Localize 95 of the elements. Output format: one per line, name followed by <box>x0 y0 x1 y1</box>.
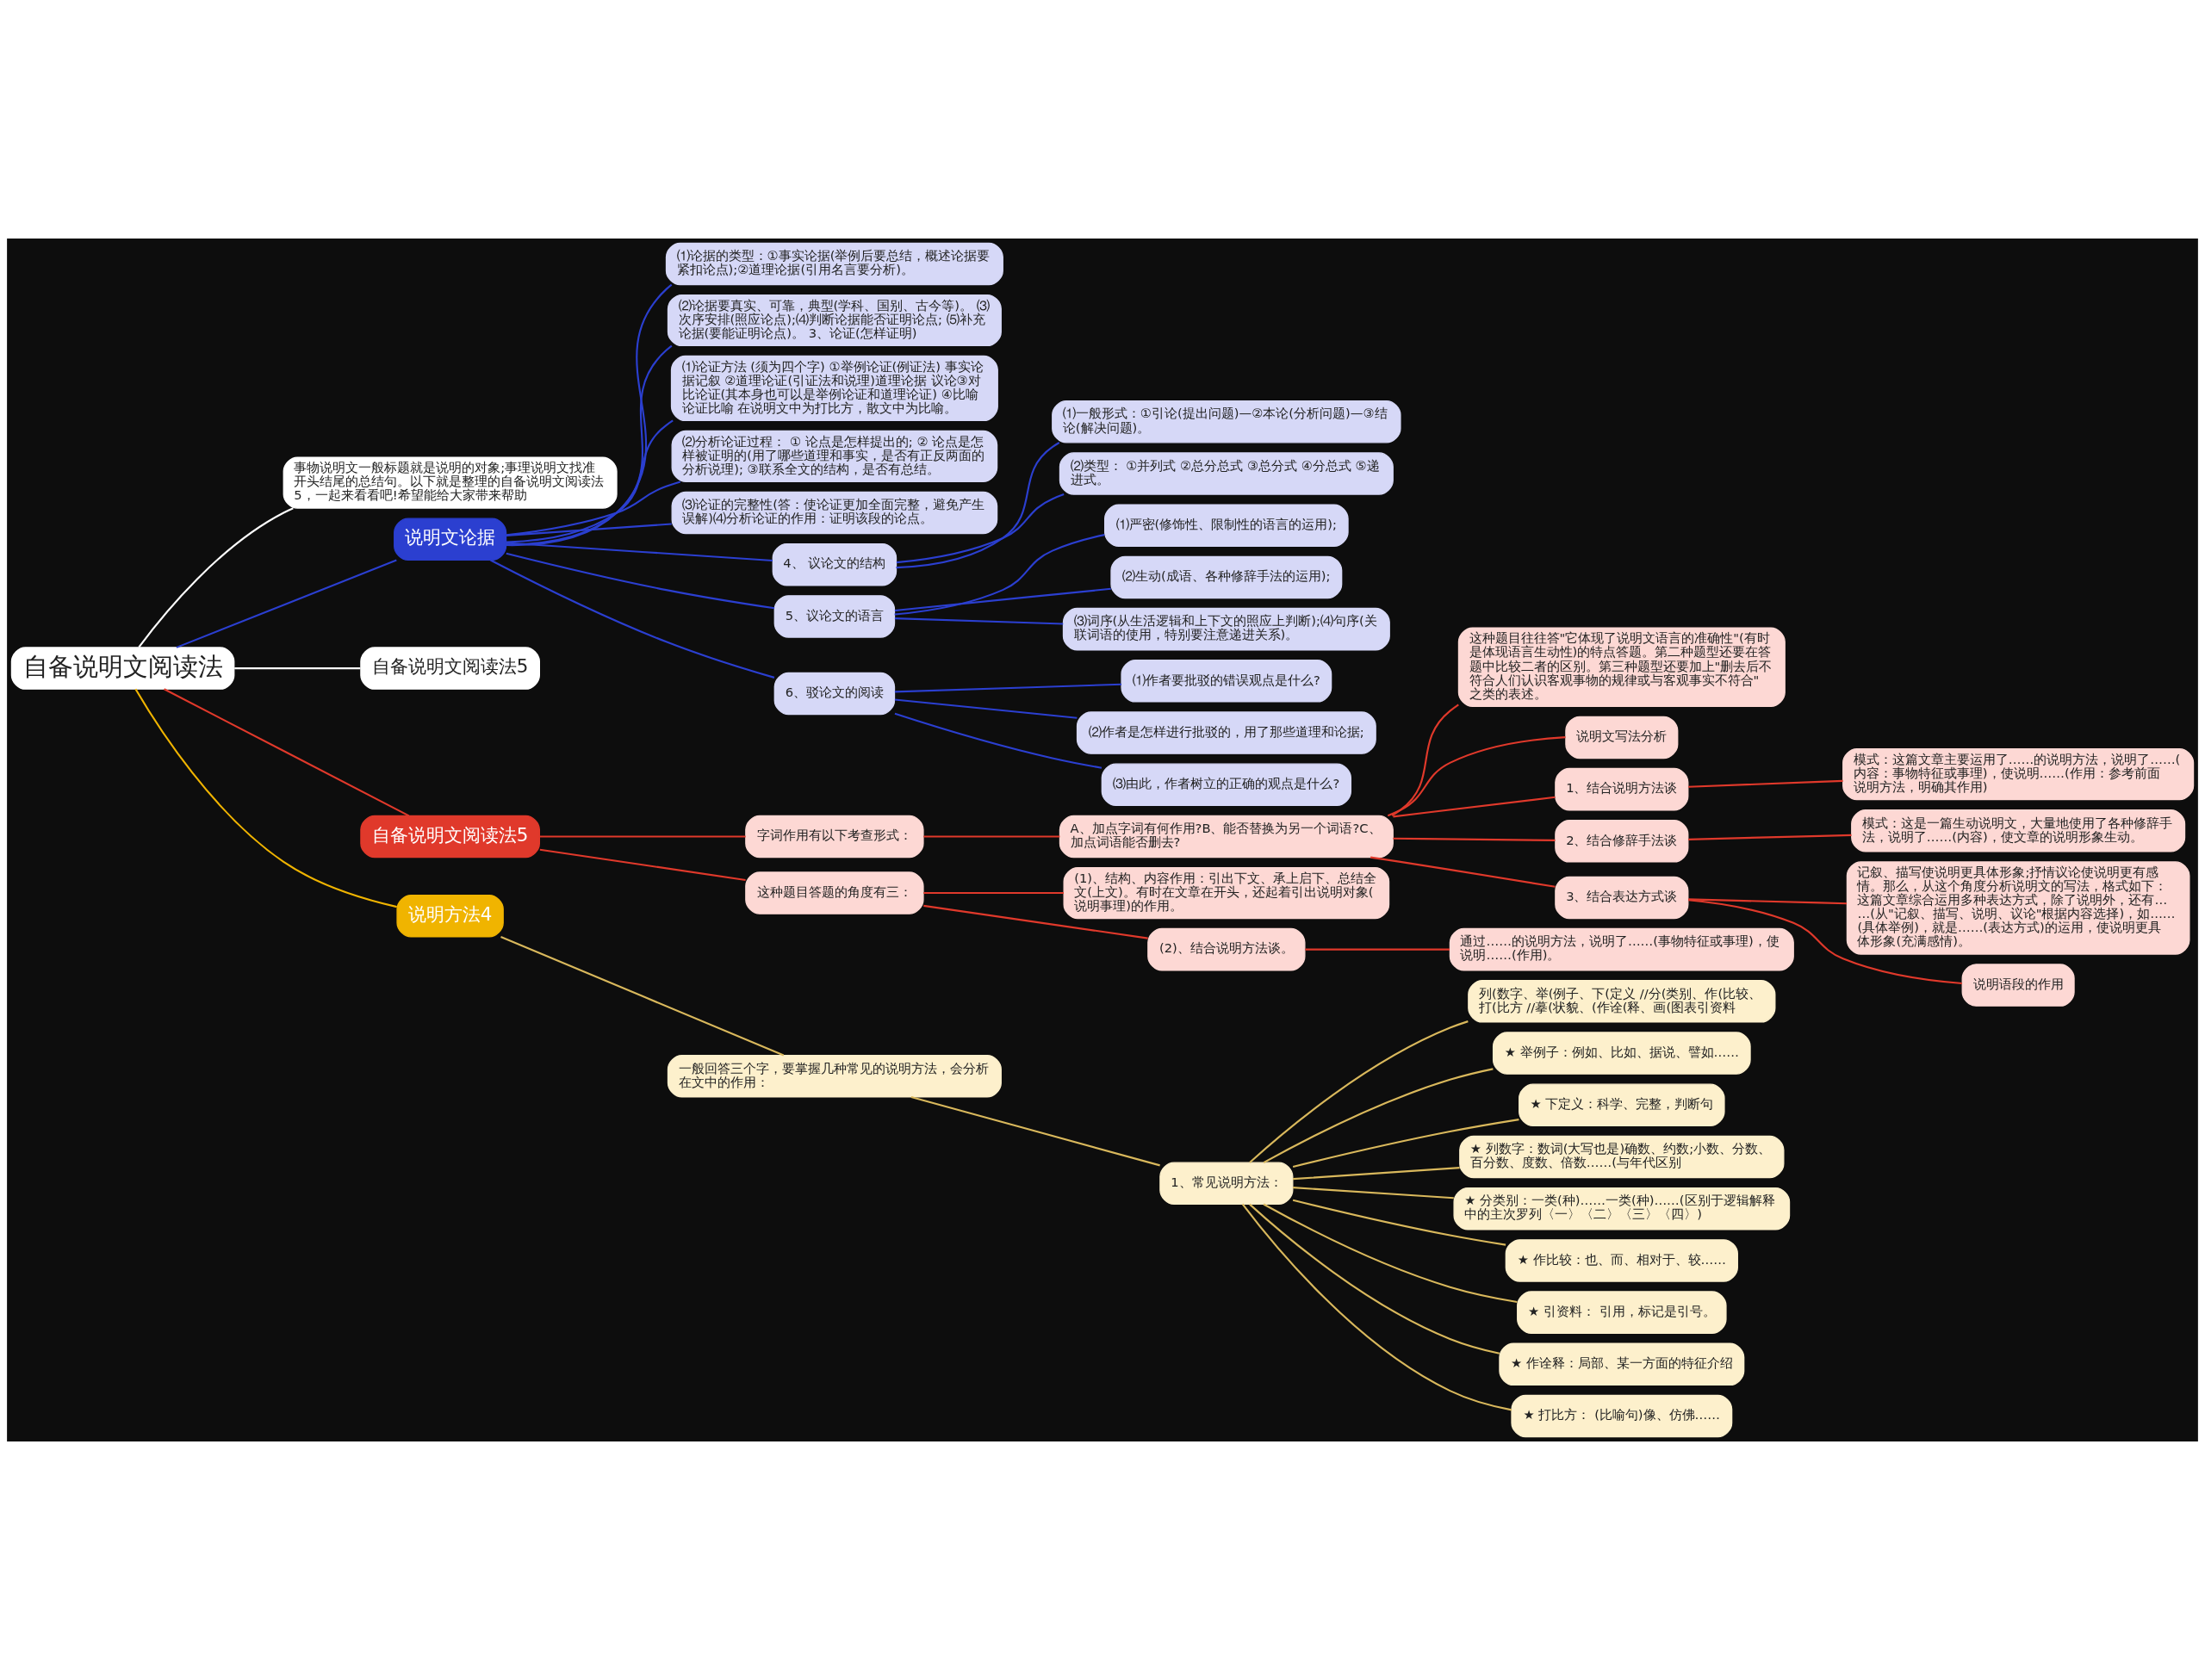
connector <box>923 892 1064 895</box>
connector <box>1292 1167 1460 1181</box>
node-box: ★ 举例子：例如、比如、据说、譬如…… <box>1492 1032 1751 1075</box>
connector <box>164 688 410 817</box>
node-box: A、加点字词有何作用?B、能否替换为另一个词语?C、加点词语能否删去? <box>1059 815 1394 859</box>
connector <box>490 559 775 679</box>
node-box: ⑴一般形式：①引论(提出问题)—②本论(分析问题)—③结论(解决问题)。 <box>1052 400 1401 443</box>
connector <box>923 835 1060 838</box>
connector <box>1393 796 1556 818</box>
connector <box>539 848 746 882</box>
node-box: ★ 引资料： 引用，标记是引号。 <box>1517 1291 1727 1334</box>
node-box: ⑵分析论证过程： ① 论点是怎样提出的; ② 论点是怎样被证明的(用了哪些道理和事实，是否有正反两面的分析说理); ③联系全文的结构，是否有总结。 <box>671 430 998 482</box>
node-box: 2、结合修辞手法谈 <box>1555 820 1689 863</box>
node-box: 说明语段的作用 <box>1961 964 2075 1007</box>
connector <box>506 523 672 536</box>
connector <box>506 419 674 543</box>
node-box: ★ 下定义：科学、完整，判断句 <box>1519 1083 1725 1126</box>
node-box: ★ 打比方： (比喻句)像、仿佛…… <box>1511 1394 1733 1438</box>
connector <box>1292 1187 1454 1200</box>
node-box: 记叙、描写使说明更具体形象;抒情议论使说明更有感情。那么，从这个角度分析说明文的写法，格式如下：这篇文章综合运用多种表达方式，除了说明外，还有……(从"记叙、描写、说明、议论"根据内容选择)，如……(具体举例)，就是……(表达方式)的运用，使说明更具体形象(充满感情)。 <box>1846 861 2190 955</box>
connector <box>894 698 1078 719</box>
connector <box>1292 1119 1519 1168</box>
node-box: ⑵生动(成语、各种修辞手法的运用); <box>1110 555 1343 599</box>
connector <box>506 542 773 562</box>
connector <box>1391 704 1459 817</box>
connector <box>1688 779 1843 788</box>
node-box: 自备说明文阅读法5 <box>360 647 540 690</box>
connector <box>1263 1203 1518 1303</box>
connector <box>1263 1068 1494 1164</box>
node-box: 1、常见说明方法： <box>1159 1162 1294 1205</box>
connector <box>894 587 1111 612</box>
node-box: ⑴论证方法 (须为四个字) ①举例论证(例证法) 事实论据记叙 ②道理论证(引证法和说理)道理论据 议论③对比论证(其本身也可以是举例论证和道理论证) ④比喻论证比喻 在说明文中为打比方，散文中为比喻。 <box>670 355 998 422</box>
connector <box>1688 834 1852 840</box>
connector <box>894 534 1105 616</box>
node-box: 模式：这篇文章主要运用了……的说明方法，说明了……(内容：事物特征或事理)，使说明……(作用：参考前面说明方法，明确其作用) <box>1842 748 2195 801</box>
node-box: 说明文写法分析 <box>1565 716 1679 759</box>
connector <box>896 442 1060 569</box>
node-box: (1)、结构、内容作用：引出下文、承上启下、总结全文(上文)。有时在文章在开头，还起着引出说明对象(说明事理)的作用。 <box>1063 866 1390 920</box>
node-box: ★ 作比较：也、而、相对于、较…… <box>1505 1239 1738 1282</box>
connector <box>1370 856 1556 888</box>
node-box: (2)、结合说明方法谈。 <box>1147 927 1306 971</box>
node-box: ★ 作诠释：局部、某一方面的特征介绍 <box>1499 1342 1745 1386</box>
node-box: 这种题目答题的角度有三： <box>745 871 924 914</box>
node-box: ★ 列数字：数词(大写也是)确数、约数;小数、分数、百分数、度数、倍数……(与年代区别 <box>1459 1135 1785 1179</box>
connector <box>138 507 294 648</box>
node-box: ⑴严密(修饰性、限制性的语言的运用); <box>1104 504 1349 547</box>
node-box: ⑶词序(从生活逻辑和上下文的照应上判断);⑷句序(关联词语的使用，特别要注意递进关系)。 <box>1062 607 1390 651</box>
node-box: ⑴论据的类型：①事实论据(举例后要总结，概述论据要紧扣论点);②道理论据(引用名言要分析)。 <box>665 242 1003 286</box>
connector <box>506 344 673 546</box>
connector <box>1393 837 1556 841</box>
node-box: 6、驳论文的阅读 <box>773 672 896 716</box>
node-box: 字词作用有以下考查形式： <box>745 815 924 859</box>
connector <box>894 683 1122 693</box>
node-box: 这种题目往往答"它体现了说明文语言的准确性"(有时是体现语言生动性)的特点答题。第二种题型还要在答题中比较二者的区别。第三种题型还要加上"删去后不符合人们认识客观事物的规律或与客观事实不符合" 之类的表述。 <box>1457 627 1786 707</box>
connector <box>910 1095 1160 1167</box>
node-box: ⑵类型： ①并列式 ②总分总式 ③总分式 ④分总式 ⑤递进式。 <box>1059 452 1394 495</box>
connector <box>506 283 673 547</box>
connector <box>234 667 361 670</box>
connector <box>506 480 681 536</box>
node-box: ⑶论证的完整性(答：使论证更加全面完整，避免产生误解)⑷分析论证的作用：证明该段的论点。 <box>671 491 998 535</box>
connector <box>500 935 785 1057</box>
node-box: 模式：这是一篇生动说明文，大量地使用了各种修辞手法，说明了……(内容)，使文章的说明形象生动。 <box>1851 809 2186 852</box>
node-box: 说明方法4 <box>396 895 504 938</box>
connector <box>1305 948 1450 951</box>
connector <box>894 617 1064 625</box>
connector <box>1688 898 1848 905</box>
node-box: ⑴作者要批驳的错误观点是什么? <box>1121 660 1332 703</box>
connector <box>923 904 1148 939</box>
node-box: 说明文论据 <box>394 518 507 561</box>
node-box: 4、 议论文的结构 <box>772 542 898 586</box>
connector <box>1249 1020 1469 1163</box>
node-box: ⑵作者是怎样进行批驳的，用了那些道理和论据; <box>1076 711 1376 754</box>
node-box: 列(数字、举(例子、下(定义 //分(类别、作(比较、打(比方 //摹(状貌、(作诠(释、画(图表引资料 <box>1468 980 1776 1023</box>
connector <box>539 835 746 838</box>
node-box: 事物说明文一般标题就是说明的对象;事理说明文找准开头结尾的总结句。以下就是整理的自备说明文阅读法5，一起来看看吧!希望能给大家带来帮助 <box>283 456 618 509</box>
node-box: ★ 分类别：一类(种)……一类(种)……(区别于逻辑解释中的主次罗列〈一〉〈二〉〈三〉〈四〉) <box>1453 1187 1791 1231</box>
node-box: 自备说明文阅读法5 <box>360 815 540 859</box>
node-box: ⑶由此，作者树立的正确的观点是什么? <box>1101 763 1352 807</box>
connector <box>1292 1199 1506 1246</box>
node-box: 通过……的说明方法，说明了……(事物特征或事理)，使说明……(作用)。 <box>1449 927 1794 971</box>
connector <box>506 552 775 610</box>
connector <box>1241 1203 1512 1411</box>
connector <box>1688 899 1962 985</box>
connector <box>1249 1203 1500 1355</box>
node-box: 1、结合说明方法谈 <box>1555 767 1689 811</box>
node-box: 5、议论文的语言 <box>773 595 896 638</box>
connector <box>176 559 397 648</box>
node-box: 自备说明文阅读法 <box>10 647 235 690</box>
node-box: 一般回答三个字，要掌握几种常见的说明方法，会分析在文中的作用： <box>667 1055 1002 1098</box>
connector <box>896 493 1065 564</box>
connector <box>894 712 1102 769</box>
connector <box>1387 736 1566 817</box>
connector <box>134 688 397 908</box>
node-box: ⑵论据要真实、可靠，典型(学科、国别、古今等)。 ⑶次序安排(照应论点);⑷判断论据能否证明论点; ⑸补充论据(要能证明论点)。 3、论证(怎样证明) <box>667 294 1002 347</box>
node-box: 3、结合表达方式谈 <box>1555 876 1689 920</box>
